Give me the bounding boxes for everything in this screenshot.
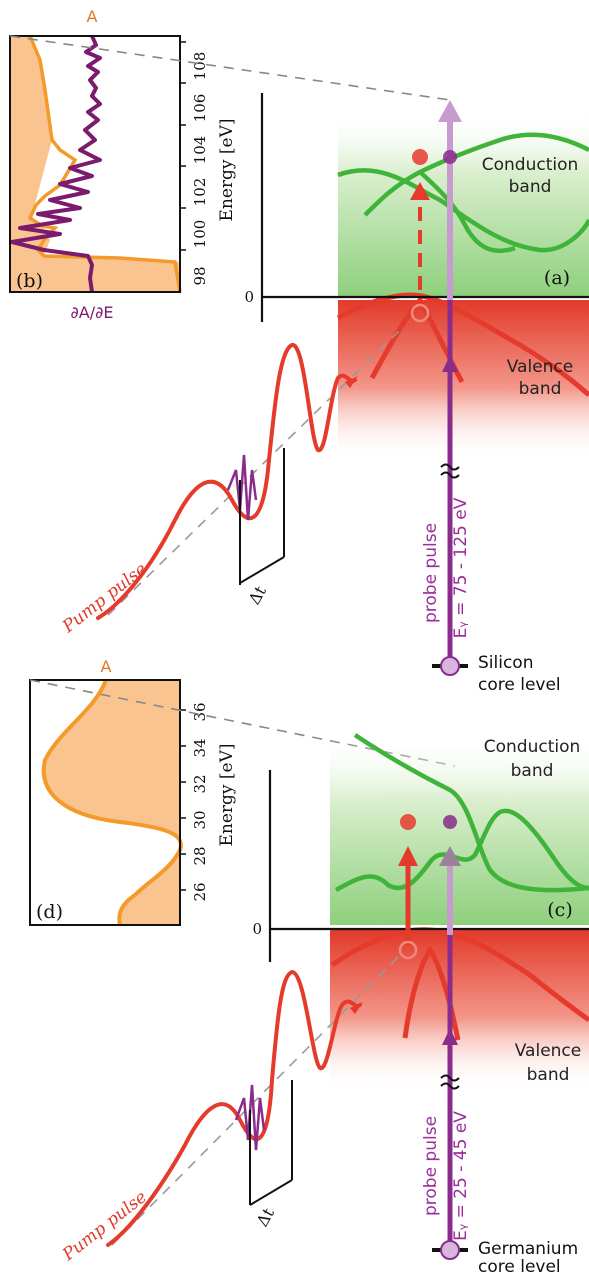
pump-axis-dashed-bottom [111,954,401,1246]
probe-energy-top: Eᵧ = 75 - 125 eV [451,497,471,638]
probe-arrowhead-top [438,100,462,122]
probe-pulse-burst-top [226,454,258,521]
label-dAdE: ∂A/∂E [71,303,114,322]
pump-label-top: Pump pulse [58,559,151,637]
conduction-label-bottom-2: band [511,761,554,781]
panel-d-frame [29,679,181,926]
y-tick-98: 98 [191,266,209,285]
probe-label-bottom: probe pulse [421,1116,441,1216]
hole-marker-top [410,303,430,323]
valence-band-region-bottom [330,930,589,1090]
electron-marker-top [412,149,428,165]
panel-label-d: (d) [36,901,63,923]
valence-curve-1-bottom [330,927,589,1023]
zero-label-top: 0 [244,288,254,306]
core-label-bottom-1: Germanium [478,1239,578,1259]
y-tick-102: 102 [191,178,209,207]
label-A-bottom: A [101,657,112,676]
projection-line-top [9,35,451,101]
hole-marker-bottom [398,940,418,960]
valence-label-bottom-2: band [527,1065,570,1085]
absorption-fill-bottom [43,680,181,925]
electron-marker-bottom [400,814,416,830]
y-tick-36: 36 [191,702,209,721]
probe-arrow-top: probe pulse Eᵧ = 75 - 125 eV Silicon cor… [421,100,561,695]
probe-marker-bottom [443,815,457,829]
pump-excitation-bottom [398,814,418,960]
bottom-diagram: 36 34 32 30 28 26 Energy [eV] A (d) 0 Co… [29,657,589,1276]
conduction-curve-2-bottom [334,808,589,892]
pump-axis-dashed-top [107,329,401,616]
y-tick-30: 30 [191,810,209,829]
pump-excitation-top [410,149,430,323]
conduction-curve-1-bottom [353,733,589,893]
panel-c-bands: 0 Conduction band Valence band (c) [252,733,589,1090]
panel-label-a: (a) [544,267,570,289]
conduction-curve-3-top [418,170,516,254]
conduction-label-top-2: band [509,177,552,197]
y-tick-34: 34 [191,738,209,757]
pump-wave-arrowhead-bottom [350,1002,363,1014]
probe-pulse-burst-bottom [234,1084,266,1151]
y-tick-32: 32 [191,774,209,793]
conduction-band-region-bottom [330,735,589,925]
conduction-curve-2-top [363,132,589,217]
y-tick-106: 106 [191,94,209,123]
panel-d-inset: 36 34 32 30 28 26 Energy [eV] A (d) [29,657,237,926]
y-axis-label-top: Energy [eV] [217,118,237,221]
delay-bracket-bottom-bottom [249,1179,293,1206]
core-electron-bottom [440,1240,460,1260]
probe-break-mark-bottom [440,1074,460,1090]
probe-energy-bottom: Eᵧ = 25 - 45 eV [451,1111,471,1241]
probe-marker-top [443,150,457,164]
y-tick-104: 104 [191,136,209,165]
conduction-label-bottom-1: Conduction [484,737,581,757]
delay-bracket-bottom-top [239,556,285,584]
probe-arrow-bottom: probe pulse Eᵧ = 25 - 45 eV Germanium co… [421,815,578,1276]
absorption-fill-top [10,36,180,292]
conduction-label-top-1: Conduction [482,155,579,175]
zero-label-bottom: 0 [252,920,262,938]
pump-label-bottom: Pump pulse [58,1187,151,1265]
core-electron-top [440,656,460,676]
y-tick-108: 108 [191,52,209,81]
valence-label-top-2: band [519,379,562,399]
core-label-bottom-2: core level [478,1257,561,1276]
y-axis-label-bottom: Energy [eV] [217,743,237,846]
absorption-curve-bottom [41,679,183,926]
probe-mid-arrowhead-bottom [442,1028,458,1045]
panel-b-frame [9,35,181,293]
delay-label-top: Δt [245,582,271,608]
core-label-top-2: core level [478,675,561,695]
pump-wave-arrowhead-top [345,376,358,388]
pump-wave-top [96,343,357,620]
excitation-arrowhead-top [410,182,430,200]
panel-b-ticks [180,41,186,251]
panel-label-c: (c) [547,899,572,921]
core-label-top-1: Silicon [478,653,533,673]
probe-break-mark-top [440,463,460,479]
conduction-curve-1-top [337,168,589,253]
pump-pulse-bottom: Δt Pump pulse [58,954,401,1266]
probe-mid-arrowhead-top [442,355,458,372]
panel-a-bands: 0 Conduction band Valence band (a) [244,93,589,460]
delay-label-bottom: Δt [253,1204,279,1230]
label-A-top: A [87,7,98,26]
pump-wave-bottom [106,969,362,1247]
probe-arrowhead-bottom [439,846,461,866]
y-tick-28: 28 [191,846,209,865]
valence-curve-1-top [336,292,589,397]
y-tick-26: 26 [191,882,209,901]
valence-label-top-1: Valence [507,357,574,377]
excitation-arrowhead-bottom [398,846,418,866]
valence-label-bottom-1: Valence [515,1041,582,1061]
derivative-curve-top [10,35,102,293]
absorption-curve-top [27,35,182,293]
probe-label-top: probe pulse [421,523,441,623]
panel-b-inset: 108 106 104 102 100 98 Energy [eV] A (b)… [9,7,237,322]
y-tick-100: 100 [191,220,209,249]
top-diagram: 108 106 104 102 100 98 Energy [eV] A (b)… [9,7,589,695]
panel-label-b: (b) [16,270,43,292]
